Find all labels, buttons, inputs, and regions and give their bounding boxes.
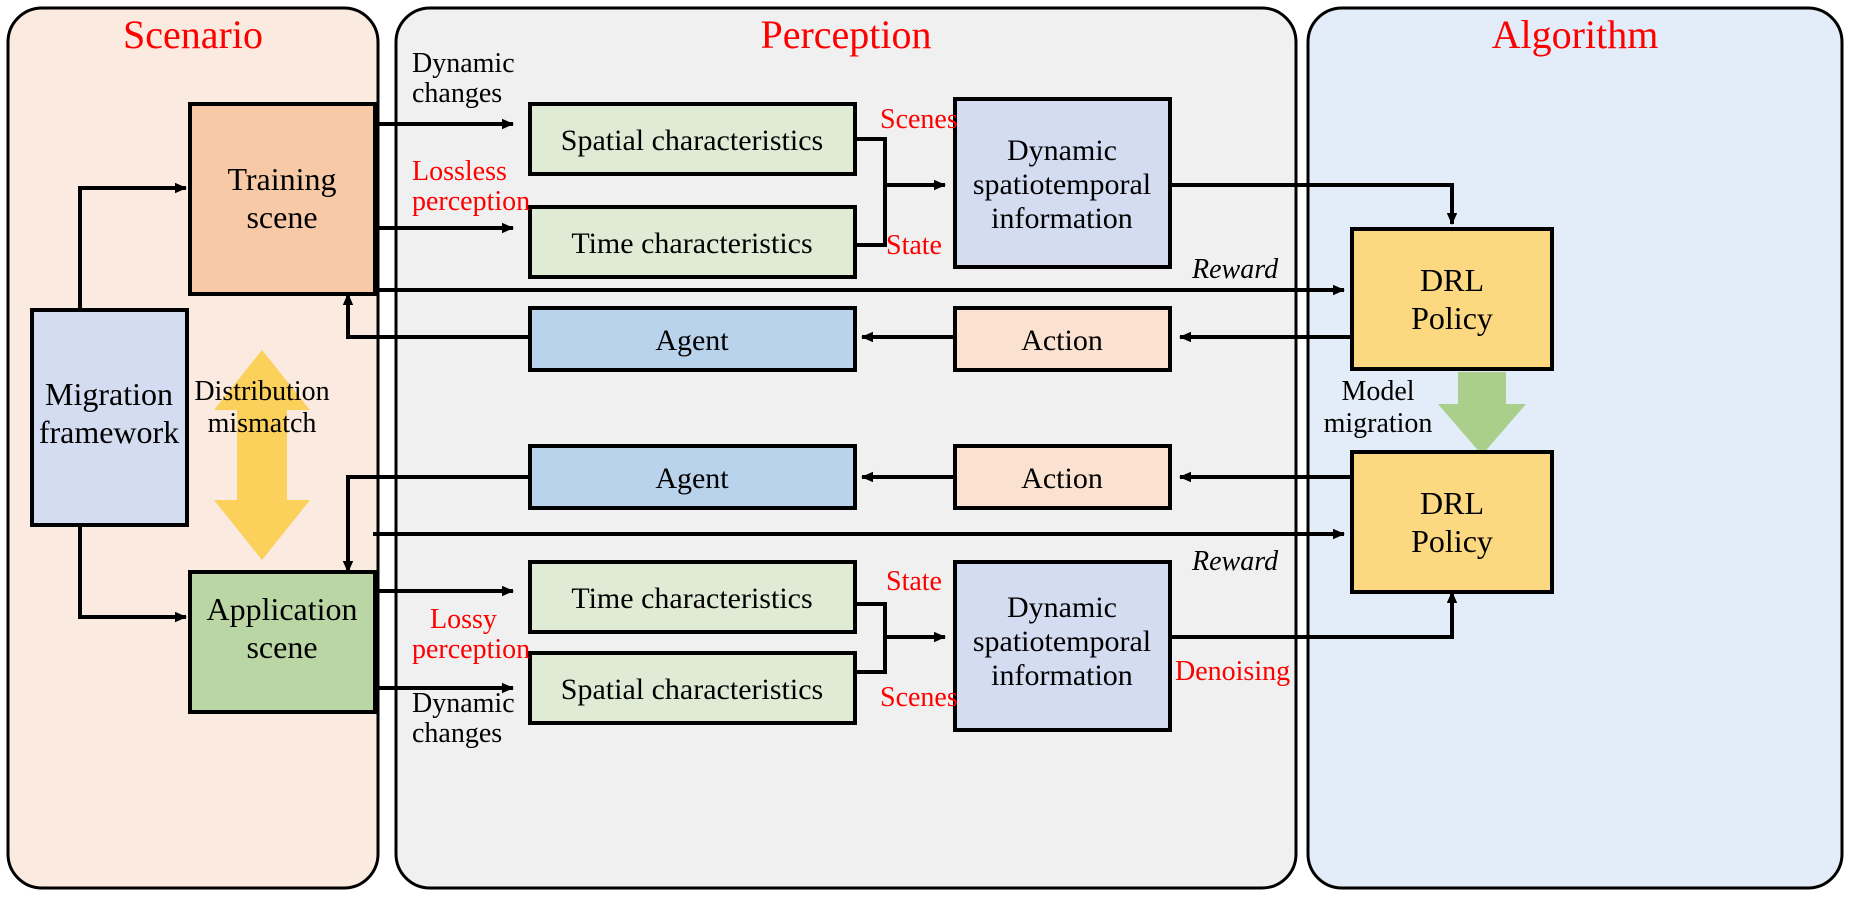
box-time-characteristics-bottom-label: Time characteristics [571, 582, 812, 615]
model-migration-arrow [1438, 372, 1526, 455]
label-model-migration-line1: Model [1341, 376, 1414, 407]
edge-info-to-drl-top [1170, 183, 1458, 225]
box-action-bottom-rect[interactable] [953, 444, 1172, 510]
box-drl-policy-top-rect[interactable] [1350, 227, 1554, 371]
edge-agent-to-application-bottom [342, 475, 528, 573]
label-reward-bottom: Reward [1191, 546, 1279, 577]
edge-spatial-to-info-bottom [855, 637, 887, 674]
label-model-migration-line2: migration [1324, 408, 1433, 439]
label-dynamic-changes-top-line2: changes [412, 78, 502, 109]
edge-agent-to-training-top [342, 293, 528, 339]
box-migration-framework-label-1: Migration [45, 376, 173, 412]
label-state-bottom: State [886, 566, 942, 597]
box-training-scene-rect[interactable] [188, 102, 377, 296]
box-action-top-label: Action [1021, 324, 1103, 357]
box-time-characteristics-top[interactable]: Time characteristics [528, 205, 857, 279]
box-action-bottom[interactable]: Action [953, 444, 1172, 510]
label-reward-top: Reward [1191, 254, 1279, 285]
box-dynamic-info-top-label-3: information [991, 202, 1133, 235]
box-drl-policy-bottom-label-2: Policy [1411, 523, 1493, 559]
edge-migration-to-application [78, 525, 187, 623]
box-application-scene-label-1: Application [206, 591, 357, 627]
box-spatial-characteristics-top-label: Spatial characteristics [561, 124, 823, 157]
box-training-scene-label-1: Training [227, 161, 336, 197]
box-migration-framework-label-2: framework [39, 414, 179, 450]
label-dynamic-changes-bottom-line1: Dynamic [412, 688, 515, 719]
label-distribution-mismatch-line1: Distribution [194, 376, 329, 407]
box-time-characteristics-bottom[interactable]: Time characteristics [528, 560, 857, 634]
box-application-scene-label-2: scene [246, 629, 317, 665]
distribution-mismatch-arrow-up [214, 350, 310, 455]
box-spatial-characteristics-top[interactable]: Spatial characteristics [528, 102, 857, 176]
panel-algorithm: Algorithm [1306, 6, 1844, 890]
label-lossy-perception-line1: Lossy [430, 604, 497, 635]
box-agent-top-label: Agent [655, 324, 729, 357]
label-dynamic-changes-bottom-line2: changes [412, 718, 502, 749]
box-drl-policy-top-label-2: Policy [1411, 300, 1493, 336]
box-training-scene[interactable]: Training scene [188, 102, 377, 296]
box-drl-policy-top[interactable]: DRL Policy [1350, 227, 1554, 371]
label-lossy-perception-line2: perception [412, 634, 530, 665]
panel-algorithm-title: Algorithm [1492, 12, 1659, 57]
box-migration-framework[interactable]: Migration framework [30, 308, 189, 527]
box-dynamic-info-bottom-rect[interactable] [953, 560, 1172, 732]
box-spatial-characteristics-bottom[interactable]: Spatial characteristics [528, 651, 857, 725]
box-agent-bottom-label: Agent [655, 462, 729, 495]
box-drl-policy-top-label-1: DRL [1420, 262, 1484, 298]
label-scenes-bottom: Scenes [880, 682, 958, 713]
box-application-scene-rect[interactable] [188, 570, 377, 714]
box-training-scene-label-2: scene [246, 199, 317, 235]
model-migration-arrow-shape [1438, 372, 1526, 455]
box-action-top[interactable]: Action [953, 306, 1172, 372]
box-dynamic-info-bottom[interactable]: Dynamic spatiotemporal information [953, 560, 1172, 732]
box-dynamic-info-top[interactable]: Dynamic spatiotemporal information [953, 97, 1172, 269]
box-dynamic-info-top-label-1: Dynamic [1007, 134, 1117, 167]
edge-spatial-to-info-top [855, 137, 946, 191]
label-lossless-perception-line2: perception [412, 186, 530, 217]
box-dynamic-info-bottom-label-2: spatiotemporal [973, 625, 1151, 658]
edge-time-to-info-top [855, 185, 887, 247]
mismatch-down-arrow-shape [214, 455, 310, 560]
box-action-bottom-label: Action [1021, 462, 1103, 495]
box-agent-bottom[interactable]: Agent [528, 444, 857, 510]
box-drl-policy-bottom-rect[interactable] [1350, 450, 1554, 594]
edge-time-to-info-bottom [855, 602, 946, 643]
panel-scenario-title: Scenario [123, 12, 263, 57]
panel-algorithm-bg [1306, 6, 1844, 890]
connectors [78, 118, 1458, 694]
edge-migration-to-training [78, 182, 187, 310]
box-application-scene[interactable]: Application scene [188, 570, 377, 714]
label-lossless-perception-line1: Lossless [412, 156, 507, 187]
box-dynamic-info-bottom-label-3: information [991, 659, 1133, 692]
mismatch-up-arrow-shape [214, 350, 310, 455]
box-time-characteristics-top-label: Time characteristics [571, 227, 812, 260]
box-drl-policy-bottom-label-1: DRL [1420, 485, 1484, 521]
label-denoising: Denoising [1175, 656, 1290, 687]
distribution-mismatch-arrow-down [214, 455, 310, 560]
box-dynamic-info-top-rect[interactable] [953, 97, 1172, 269]
box-time-characteristics-bottom-rect[interactable] [528, 560, 857, 634]
box-agent-top[interactable]: Agent [528, 306, 857, 372]
box-dynamic-info-bottom-label-1: Dynamic [1007, 591, 1117, 624]
box-spatial-characteristics-bottom-label: Spatial characteristics [561, 673, 823, 706]
box-agent-bottom-rect[interactable] [528, 444, 857, 510]
edge-info-to-drl-bottom [1170, 591, 1458, 639]
box-time-characteristics-top-rect[interactable] [528, 205, 857, 279]
panel-perception-title: Perception [760, 12, 931, 57]
label-dynamic-changes-top-line1: Dynamic [412, 48, 515, 79]
box-action-top-rect[interactable] [953, 306, 1172, 372]
label-scenes-top: Scenes [880, 104, 958, 135]
label-state-top: State [886, 230, 942, 261]
box-drl-policy-bottom[interactable]: DRL Policy [1350, 450, 1554, 594]
box-spatial-characteristics-bottom-rect[interactable] [528, 651, 857, 725]
box-spatial-characteristics-top-rect[interactable] [528, 102, 857, 176]
label-distribution-mismatch-line2: mismatch [208, 408, 317, 439]
box-dynamic-info-top-label-2: spatiotemporal [973, 168, 1151, 201]
box-migration-framework-rect[interactable] [30, 308, 189, 527]
box-agent-top-rect[interactable] [528, 306, 857, 372]
